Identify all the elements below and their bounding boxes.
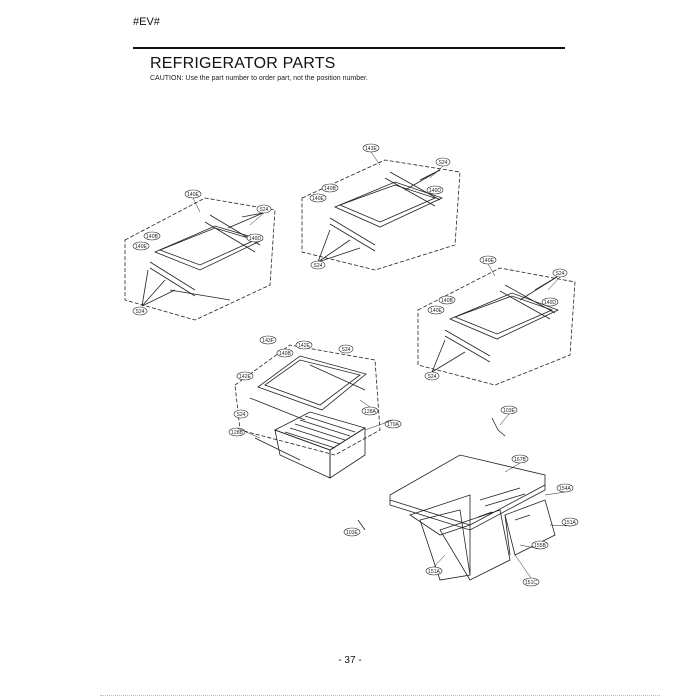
footer-dotted-rule [100,695,660,696]
callout-crisper-4: 151A [561,517,579,527]
svg-text:143F: 143F [262,338,273,344]
svg-text:170A: 170A [387,422,399,428]
callout-shelf-c-2: S24 [552,268,568,278]
svg-text:167B: 167B [514,457,526,463]
callout-shelf-b-3: 140B [321,183,339,193]
callout-shelf-a-3: 140B [143,231,161,241]
callout-crisper-1: 103E [500,405,518,415]
leader-lines [192,151,571,579]
svg-text:S24: S24 [342,347,351,353]
callout-crisper-7: 151A [425,566,443,576]
svg-text:140D: 140D [544,300,556,306]
callout-shelf-d-8: 170A [384,419,402,429]
svg-text:140B: 140B [146,234,158,240]
callout-shelf-d-5: 142E [236,371,254,381]
callout-shelf-d-9: 128B [228,427,246,437]
svg-text:151C: 151C [525,580,537,586]
svg-text:140B: 140B [279,351,291,357]
svg-text:S24: S24 [428,374,437,380]
callout-crisper-6: 151C [522,577,540,587]
svg-text:140E: 140E [135,244,147,250]
callout-shelf-a-5: 140D [246,233,264,243]
callout-shelf-d-7: 128A [361,406,379,416]
svg-text:128B: 128B [231,430,243,436]
page-title: REFRIGERATOR PARTS [150,55,336,72]
callout-shelf-b-2: S24 [435,157,451,167]
svg-text:142E: 142E [239,374,251,380]
svg-text:128A: 128A [364,409,376,415]
callout-shelf-c-1: 140E [479,255,497,265]
document-code: #EV# [133,16,160,28]
callout-shelf-b-4: 140E [309,193,327,203]
callout-shelf-c-5: 140D [541,297,559,307]
callout-shelf-d-1: 143F [259,335,277,345]
callout-shelf-a-2: S24 [256,204,272,214]
callout-labels: 140E S24 140B 140E 140D S24 143E S24 140… [132,143,579,587]
callout-shelf-b-1: 143E [362,143,380,153]
svg-text:140E: 140E [482,258,494,264]
callout-shelf-d-6: S24 [233,409,249,419]
svg-text:142E: 142E [298,343,310,349]
svg-text:140D: 140D [429,188,441,194]
shelf-drawer-assembly-d [234,344,381,479]
svg-text:103E: 103E [346,530,358,536]
svg-text:140E: 140E [430,308,442,314]
shelf-assembly-a [124,197,276,321]
callout-shelf-c-4: 140E [427,305,445,315]
callout-shelf-d-3: S24 [338,344,354,354]
svg-text:155B: 155B [534,543,546,549]
svg-text:140E: 140E [187,192,199,198]
callout-crisper-8: 103E [343,527,361,537]
svg-text:S24: S24 [439,160,448,166]
svg-text:140B: 140B [441,298,453,304]
svg-text:S24: S24 [260,207,269,213]
callout-shelf-d-2: 142E [295,340,313,350]
callout-shelf-d-4: 140B [276,348,294,358]
caution-note: CAUTION: Use the part number to order pa… [150,75,368,82]
svg-text:151A: 151A [428,569,440,575]
svg-text:143E: 143E [365,146,377,152]
crisper-assembly [357,417,556,581]
svg-text:S24: S24 [314,263,323,269]
callout-shelf-a-4: 140E [132,241,150,251]
svg-text:140D: 140D [249,236,261,242]
svg-text:151A: 151A [564,520,576,526]
svg-text:S24: S24 [237,412,246,418]
shelf-assembly-b [301,159,461,271]
shelf-assembly-c [417,267,576,386]
svg-text:154A: 154A [559,486,571,492]
callout-shelf-a-6: S24 [132,306,148,316]
svg-text:140B: 140B [324,186,336,192]
svg-text:140E: 140E [312,196,324,202]
callout-shelf-b-5: 140D [426,185,444,195]
callout-shelf-a-1: 140E [184,189,202,199]
callout-shelf-c-3: 140B [438,295,456,305]
svg-text:S24: S24 [136,309,145,315]
page-number: - 37 - [338,655,362,666]
callout-shelf-c-6: S24 [424,371,440,381]
callout-crisper-2: 167B [511,454,529,464]
svg-text:103E: 103E [503,408,515,414]
header-rule [133,47,565,49]
callout-crisper-3: 154A [556,483,574,493]
callout-shelf-b-6: S24 [310,260,326,270]
svg-text:S24: S24 [556,271,565,277]
